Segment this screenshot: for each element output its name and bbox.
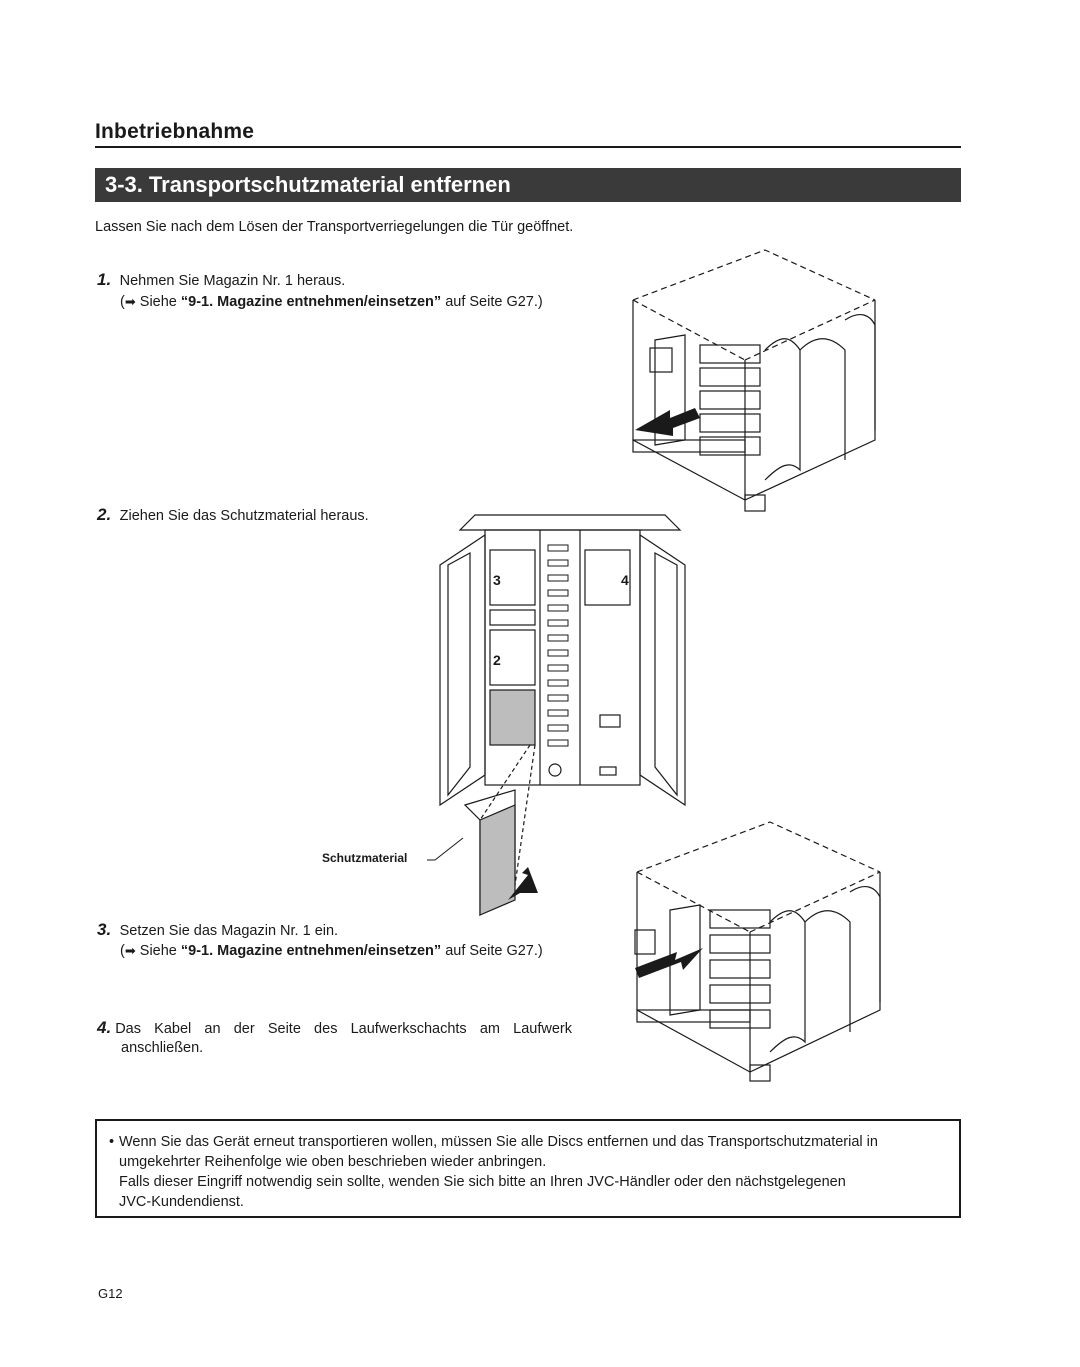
step-1-ref-prefix: Siehe — [139, 294, 181, 310]
magazine-removal-illustration — [632, 249, 876, 512]
magazine-label-3: 3 — [493, 572, 501, 588]
note-box: • Wenn Sie das Gerät erneut transportier… — [95, 1119, 961, 1218]
step-2-number: 2. — [97, 505, 112, 524]
step-1-number: 1. — [97, 270, 112, 289]
step-3-reference: (➡ Siehe “9-1. Magazine entnehmen/einset… — [120, 943, 543, 959]
push-in-arrow-icon — [635, 948, 703, 978]
step-1-text: Nehmen Sie Magazin Nr. 1 heraus. — [119, 273, 346, 289]
label-leader-line — [427, 837, 464, 861]
step-1-ref-title: “9-1. Magazine entnehmen/einsetzen” — [180, 294, 442, 310]
title-text: Transportschutzmaterial entfernen — [148, 172, 511, 197]
step-1-reference: (➡ Siehe “9-1. Magazine entnehmen/einset… — [120, 294, 543, 310]
note-line-1: Wenn Sie das Gerät erneut transportieren… — [119, 1134, 878, 1150]
step-3-ref-suffix: auf Seite G27.) — [441, 943, 543, 959]
section-divider — [95, 146, 961, 148]
step-1-ref-suffix: auf Seite G27.) — [441, 294, 543, 310]
title-number: 3-3. — [105, 172, 143, 197]
title-bar: 3-3.Transportschutzmaterial entfernen — [95, 168, 961, 202]
note-line-2: umgekehrter Reihenfolge wie oben beschri… — [119, 1154, 547, 1170]
pull-down-arrow-icon — [508, 867, 538, 900]
magazine-label-2: 2 — [493, 652, 501, 668]
step-3-ref-title: “9-1. Magazine entnehmen/einsetzen” — [180, 943, 442, 959]
step-4: 4. Das Kabel an der Seite des Laufwerksc… — [97, 1018, 572, 1056]
cabinet-front-illustration — [439, 514, 686, 917]
pull-out-arrow-icon — [635, 408, 700, 436]
step-4-text-line1: Das Kabel an der Seite des Laufwerkschac… — [115, 1021, 572, 1037]
step-4-number: 4. — [97, 1018, 112, 1037]
note-bullet: • — [109, 1134, 115, 1150]
step-2-text: Ziehen Sie das Schutzmaterial heraus. — [119, 508, 369, 524]
intro-text: Lassen Sie nach dem Lösen der Transportv… — [95, 219, 574, 235]
step-3-ref-prefix: Siehe — [139, 943, 181, 959]
magazine-label-4: 4 — [621, 572, 629, 588]
right-arrow-icon: ➡ — [124, 943, 136, 958]
note-line-4: JVC-Kundendienst. — [119, 1194, 244, 1210]
step-2: 2. Ziehen Sie das Schutzmaterial heraus. — [97, 505, 369, 525]
protection-material-label: Schutzmaterial — [322, 851, 408, 865]
section-heading: Inbetriebnahme — [95, 120, 255, 143]
magazine-slots — [699, 344, 761, 456]
step-4-text-line2: anschließen. — [121, 1040, 204, 1056]
step-3-text: Setzen Sie das Magazin Nr. 1 ein. — [119, 923, 339, 939]
magazine-insertion-illustration — [634, 821, 881, 1082]
step-3: 3. Setzen Sie das Magazin Nr. 1 ein. — [97, 920, 338, 940]
step-1: 1. Nehmen Sie Magazin Nr. 1 heraus. — [97, 270, 345, 290]
page-number: G12 — [98, 1286, 123, 1301]
step-3-number: 3. — [97, 920, 112, 939]
right-arrow-icon: ➡ — [124, 294, 136, 309]
note-line-3: Falls dieser Eingriff notwendig sein sol… — [119, 1174, 846, 1190]
